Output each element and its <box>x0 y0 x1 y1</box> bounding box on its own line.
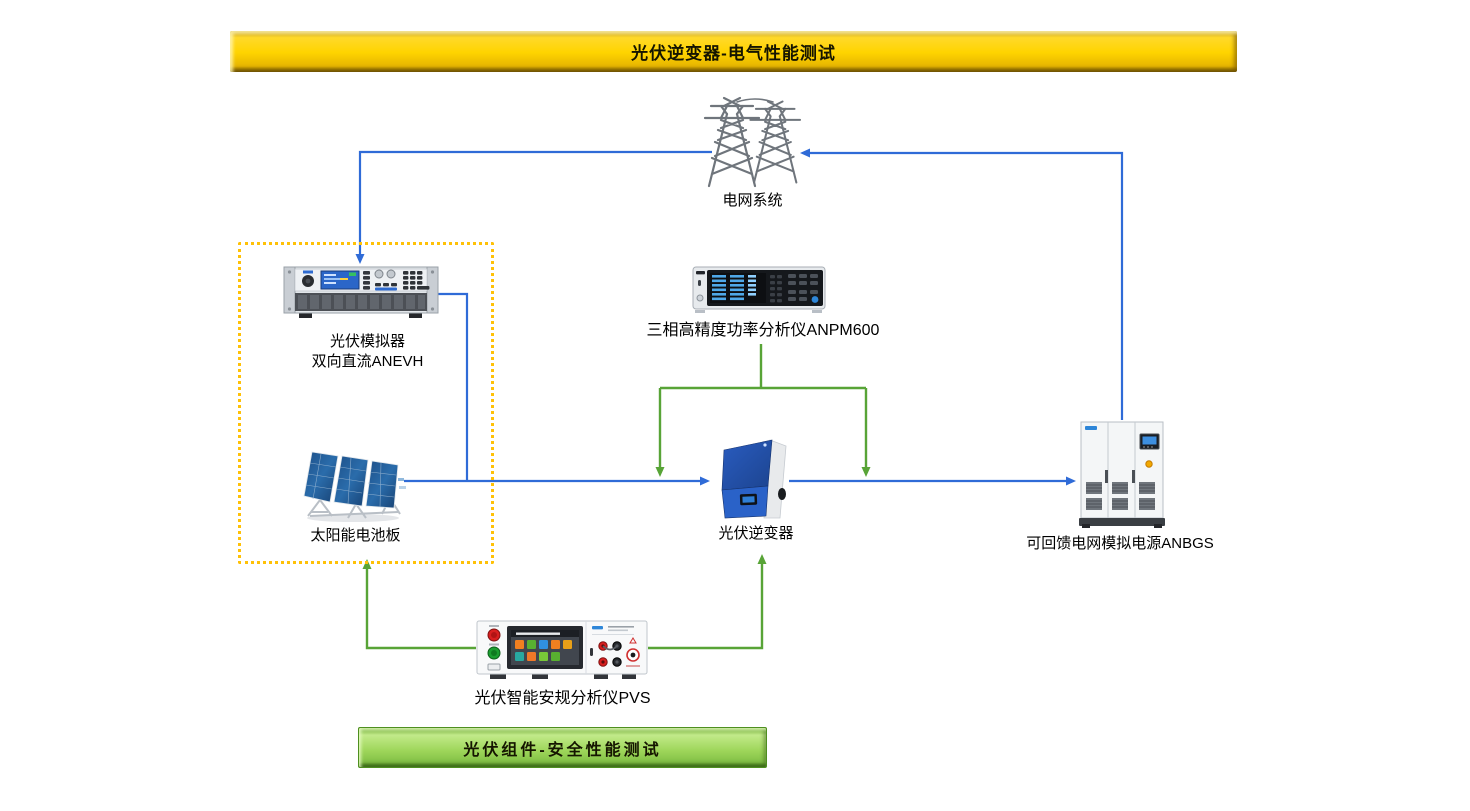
tower-wire <box>736 98 774 103</box>
safety-analyzer-image <box>476 620 648 679</box>
bottom-banner-title: 光伏组件-安全性能测试 <box>463 741 662 759</box>
line-pv-simulator-to-dc-bus <box>437 292 469 481</box>
line-grid-simulator-to-grid <box>800 148 1124 420</box>
line-safety-analyzer-to-solar <box>362 559 476 650</box>
top-banner: 光伏逆变器-电气性能测试 <box>230 31 1237 72</box>
pv-inverter-label: 光伏逆变器 <box>718 525 794 542</box>
pv-simulator-label-line1: 光伏模拟器 <box>329 333 405 350</box>
power-analyzer-image <box>692 266 826 313</box>
pv-simulator-label: 光伏模拟器 双向直流ANEVH <box>280 332 455 373</box>
grid-towers-icon <box>703 96 802 188</box>
solar-panel-image <box>303 451 406 522</box>
solar-panel-label: 太阳能电池板 <box>310 527 401 544</box>
grid-simulator-label: 可回馈电网模拟电源ANBGS <box>1026 535 1214 552</box>
safety-analyzer-label: 光伏智能安规分析仪PVS <box>474 690 651 707</box>
line-analyzer-tap-bus <box>660 344 866 390</box>
line-safety-analyzer-to-inverter <box>648 554 767 650</box>
power-analyzer-label: 三相高精度功率分析仪ANPM600 <box>646 322 880 339</box>
dc-source-dashed-box <box>238 242 494 564</box>
line-grid-to-pv-simulator <box>355 150 712 264</box>
pv-simulator-image <box>283 266 439 318</box>
grid-system-label: 电网系统 <box>722 192 783 209</box>
top-banner-title: 光伏逆变器-电气性能测试 <box>631 44 836 63</box>
grid-simulator-image <box>1079 421 1165 528</box>
pv-inverter-image <box>721 439 787 519</box>
pv-simulator-label-line2: 双向直流ANEVH <box>311 353 424 371</box>
bottom-banner: 光伏组件-安全性能测试 <box>358 727 767 768</box>
